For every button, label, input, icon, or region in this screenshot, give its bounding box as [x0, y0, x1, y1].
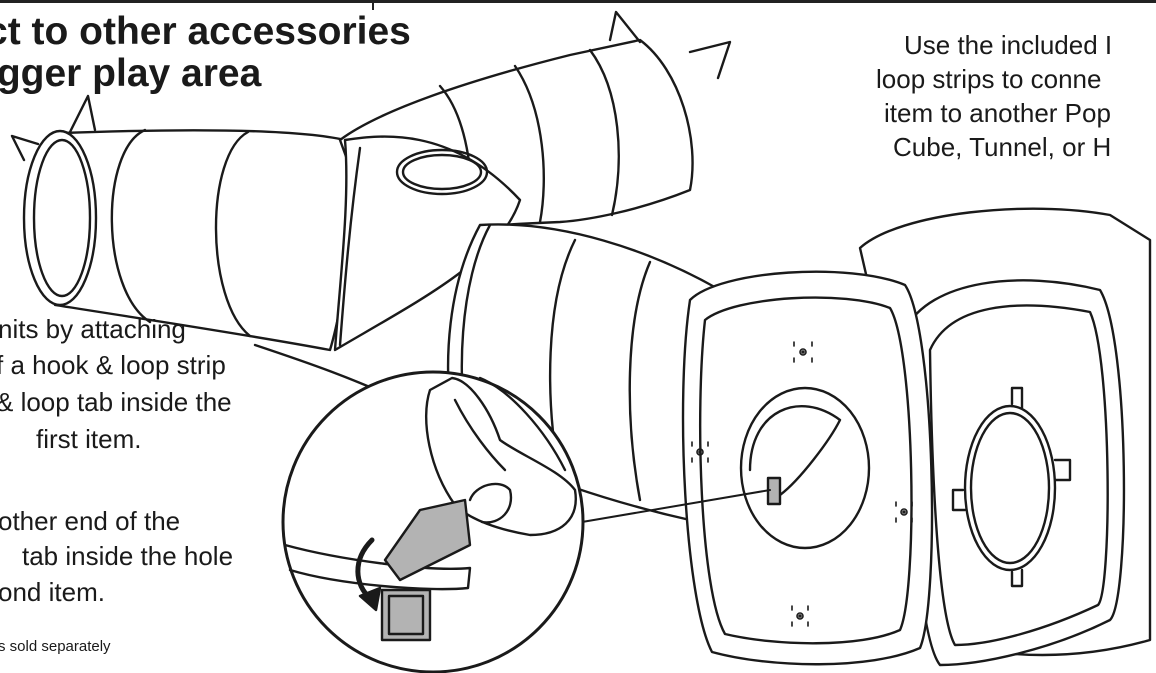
- tunnel-ear: [608, 10, 642, 44]
- right-instruction-line: Use the included I: [904, 30, 1113, 60]
- tunnel-hub-edge: [338, 146, 362, 347]
- section-heading-line-1: ct to other accessories: [0, 10, 411, 53]
- hook-loop-tab-zoom-inner: [387, 594, 425, 636]
- tunnel-ear: [68, 94, 97, 134]
- tunnel-window-inner: [401, 153, 483, 191]
- tunnel-left-opening: [22, 129, 98, 307]
- tunnel-window: [395, 148, 489, 196]
- opening-tab: [1053, 458, 1072, 482]
- callout-leader-line: [581, 489, 771, 523]
- opening-tab: [1010, 568, 1024, 588]
- step1-instruction-line: f a hook & loop strip: [0, 350, 226, 380]
- hand-thumb: [468, 482, 513, 524]
- detail-zoom-illustration: [281, 370, 585, 673]
- section-heading-line-2: igger play area: [0, 52, 262, 95]
- tunnel-ring: [110, 128, 152, 324]
- hand-finger-line: [453, 398, 507, 472]
- grommet: [691, 441, 709, 463]
- tunnel-ring: [214, 130, 252, 338]
- step2-instruction-line: ond item.: [0, 577, 105, 607]
- opening-tab: [1010, 386, 1024, 410]
- cube-front-opening-inner: [748, 405, 842, 497]
- tunnel-ear: [688, 40, 732, 80]
- step1-instruction-line: nits by attaching: [0, 314, 186, 344]
- right-instruction-line: Cube, Tunnel, or H: [893, 132, 1112, 162]
- tunnel-ring: [628, 260, 652, 502]
- hand-edge: [478, 376, 567, 472]
- right-instruction-line: item to another Pop: [884, 98, 1111, 128]
- cube-side-face-inner: [928, 304, 1109, 647]
- play-cube-illustration: [681, 207, 1152, 667]
- step2-instruction-line: other end of the: [0, 506, 181, 536]
- hook-loop-strip: [383, 498, 472, 582]
- footnote: s sold separately: [0, 638, 111, 655]
- insert-arrowhead: [358, 586, 382, 612]
- opening-tab: [951, 488, 967, 512]
- cube-front-opening: [739, 386, 871, 550]
- grommet: [791, 605, 809, 627]
- top-rule-tick: [372, 0, 374, 10]
- step1-instruction-line: first item.: [36, 424, 142, 454]
- tunnel-ear: [10, 134, 40, 162]
- grommet: [895, 501, 913, 523]
- top-rule: [0, 0, 1156, 3]
- fabric-edge: [283, 543, 472, 591]
- tunnel-ring: [513, 64, 545, 224]
- tunnel-left-opening-inner: [32, 138, 92, 298]
- cube-side-opening: [963, 404, 1057, 572]
- tunnel-ring: [588, 48, 620, 217]
- cube-side-opening-inner: [969, 411, 1051, 565]
- tunnel-hub: [333, 135, 522, 352]
- cube-front-face-inner: [698, 296, 913, 645]
- right-instruction-line: loop strips to conne: [876, 64, 1102, 94]
- grommet: [793, 341, 813, 363]
- step1-instruction-line: & loop tab inside the: [0, 387, 232, 417]
- step2-instruction-line: tab inside the hole: [22, 541, 234, 571]
